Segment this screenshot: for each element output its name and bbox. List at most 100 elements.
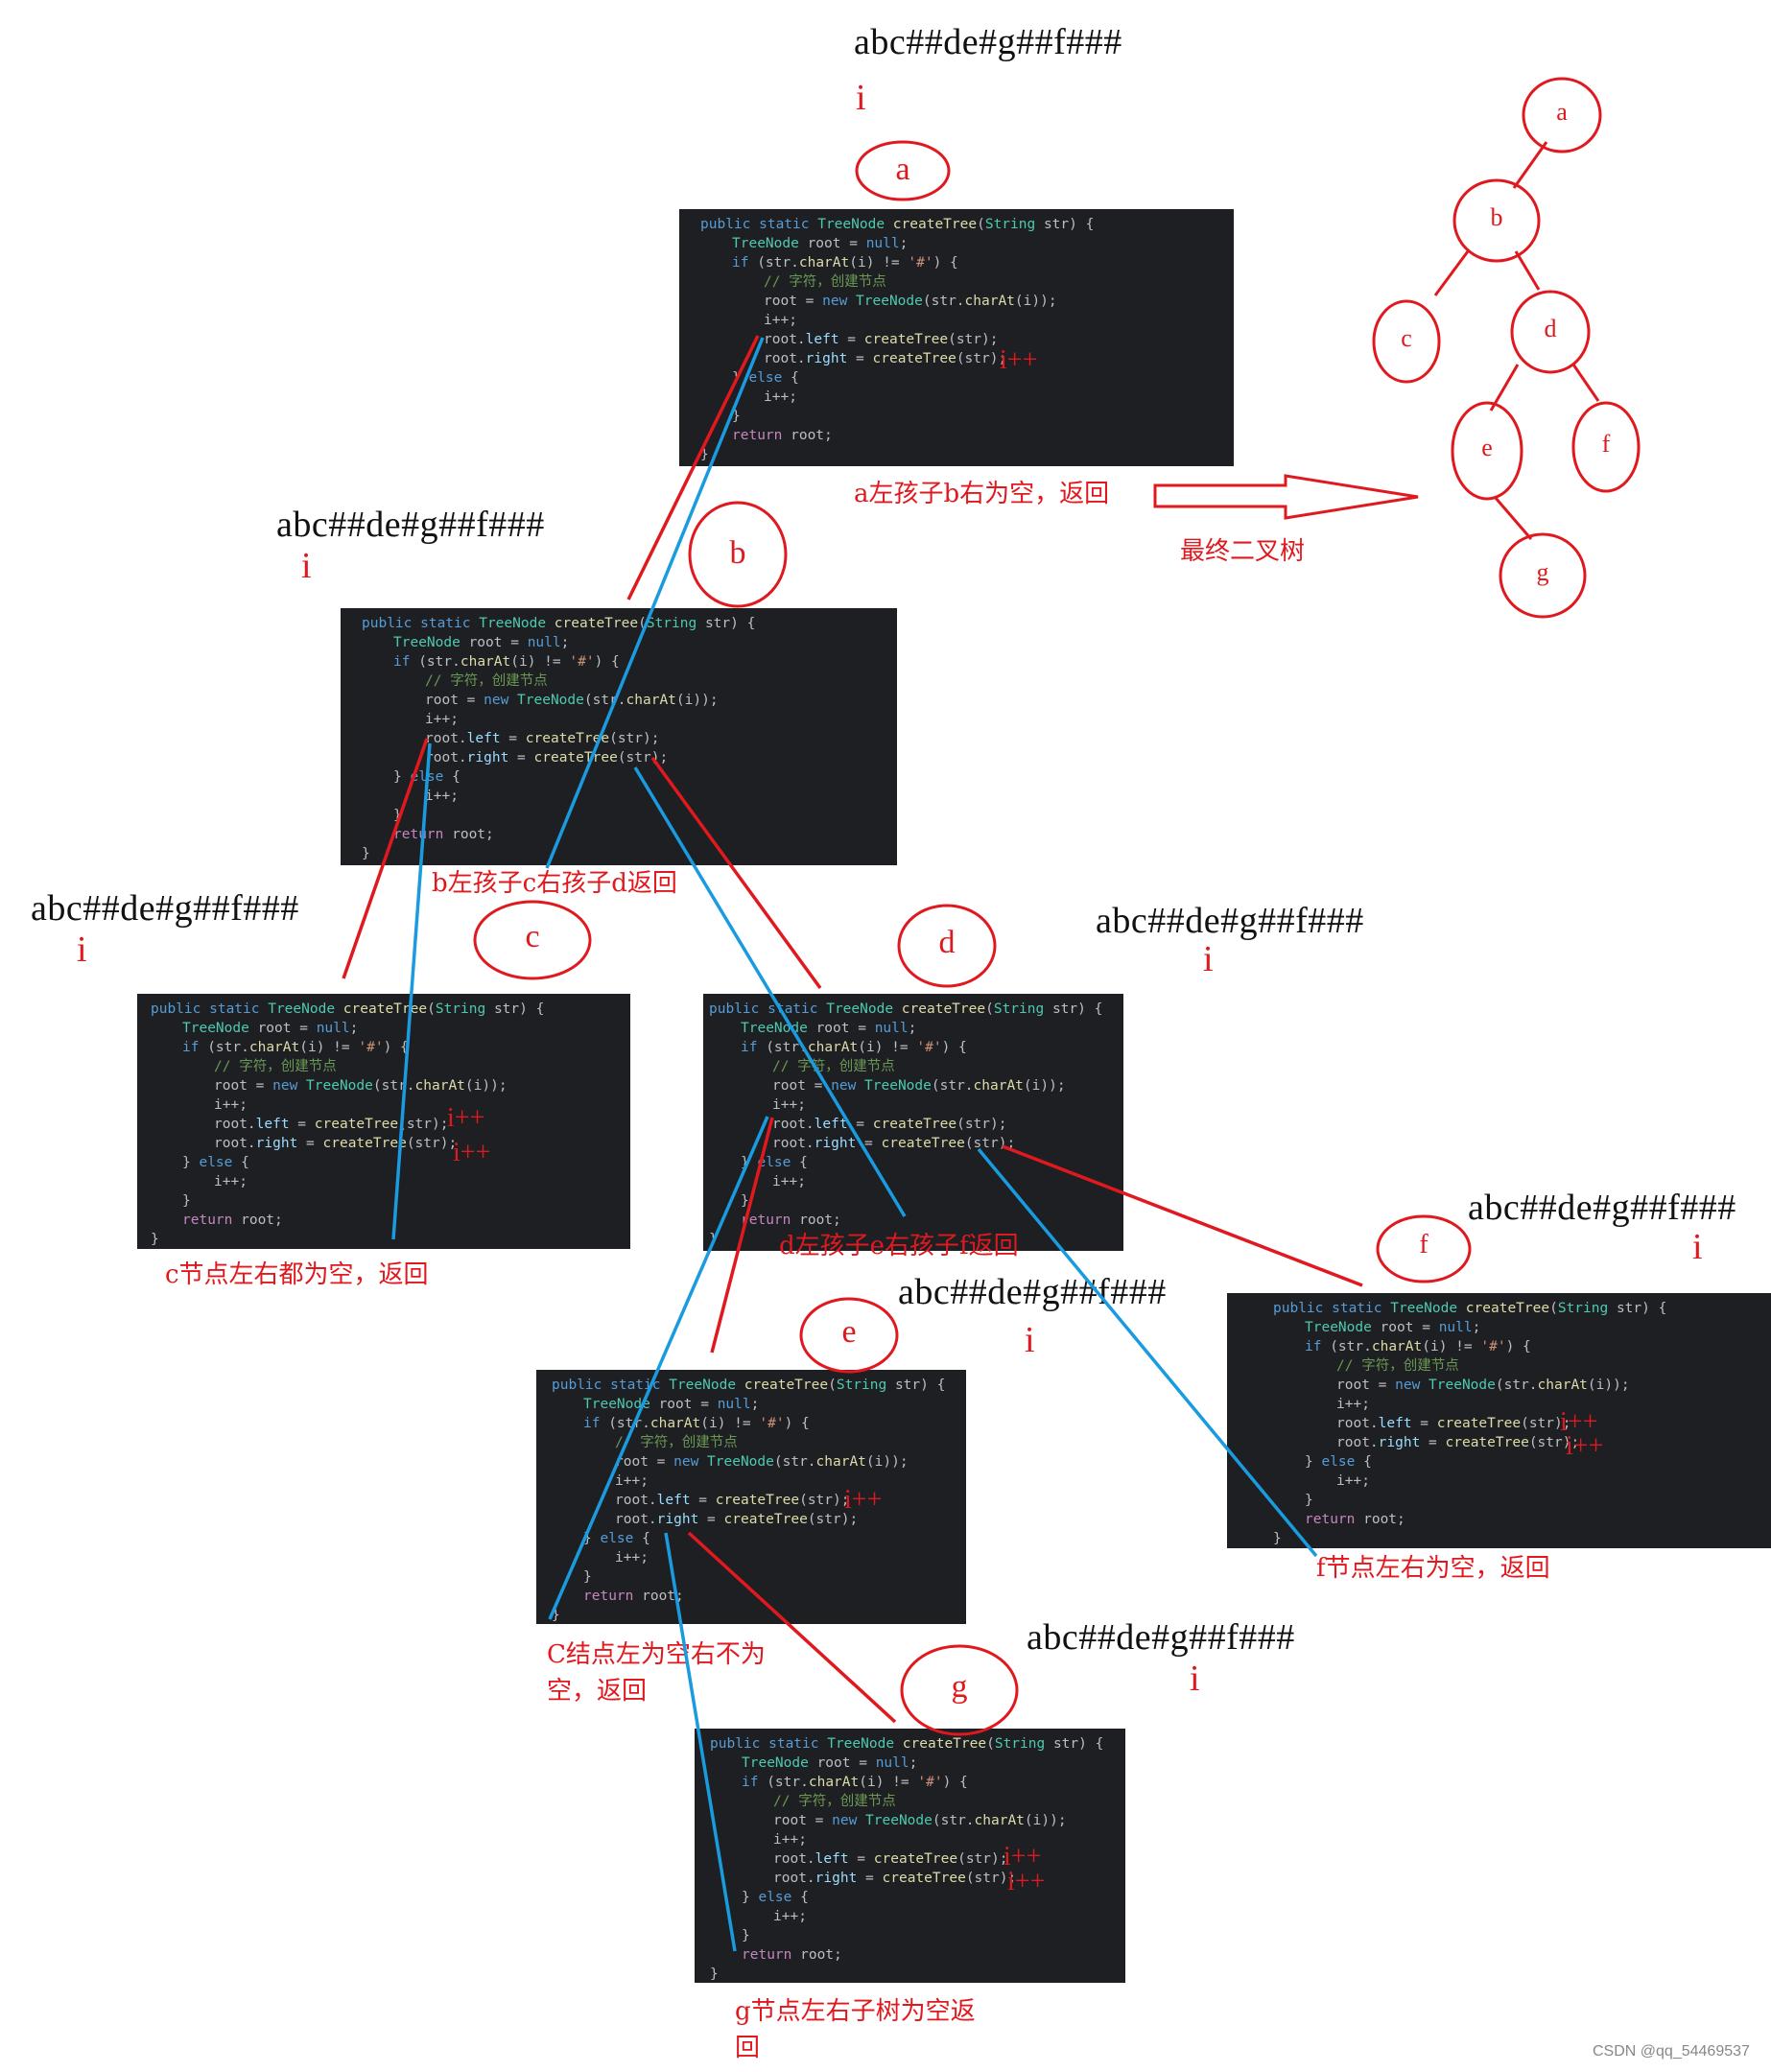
code-token: null	[865, 236, 900, 251]
tree-label-d: d	[1544, 315, 1557, 342]
code-token: root;	[1363, 1512, 1405, 1527]
note-d-return: d左孩子e右孩子f返回	[779, 1232, 1019, 1260]
code-token: root.	[773, 1851, 815, 1867]
code-line: TreeNode root = null;	[1273, 1318, 1771, 1337]
code-token: =	[289, 1117, 315, 1132]
code-token: // 字符，创建节点	[1336, 1358, 1459, 1374]
code-token: =	[857, 1871, 883, 1886]
code-line: return root;	[1273, 1510, 1771, 1529]
code-line: if (str.charAt(i) != '#') {	[362, 652, 897, 671]
code-token: new	[832, 1813, 866, 1828]
code-line: return root;	[151, 1211, 630, 1230]
code-line: }	[710, 1926, 1125, 1945]
note-g-return-1: g节点左右子树为空返	[735, 1997, 976, 2026]
code-token: ;	[899, 236, 909, 251]
code-token: }	[1305, 1454, 1322, 1470]
code-line: }	[710, 1965, 1125, 1983]
code-token: // 字符，创建节点	[214, 1059, 337, 1074]
code-token: (i));	[865, 1454, 909, 1470]
code-token: root;	[800, 1947, 842, 1963]
code-token: TreeNode	[583, 1397, 659, 1412]
code-token: (str);	[957, 1851, 1008, 1867]
note-c-return: c节点左右都为空，返回	[165, 1260, 429, 1289]
label-ellipse-d	[897, 904, 997, 988]
label-ellipse-g	[900, 1644, 1019, 1736]
tree-label-a: a	[1556, 98, 1568, 126]
code-panel-d: public static TreeNode createTree(String…	[703, 994, 1123, 1251]
code-line: root.left = createTree(str);	[710, 1849, 1125, 1869]
code-token: }	[700, 447, 709, 462]
code-panel-e: public static TreeNode createTree(String…	[536, 1370, 966, 1624]
code-token: }	[552, 1608, 560, 1623]
code-token: return	[1305, 1512, 1364, 1527]
code-token: public static	[362, 616, 480, 631]
code-token: // 字符，创建节点	[773, 1794, 896, 1809]
code-token: (	[986, 1736, 995, 1752]
pointer-b: i	[301, 546, 312, 586]
code-line: } else {	[1273, 1452, 1771, 1472]
code-token: =	[690, 1493, 716, 1508]
label-c: c	[525, 919, 540, 954]
code-token: else	[1321, 1454, 1364, 1470]
code-token: right	[805, 351, 848, 366]
code-token: (str);	[956, 351, 1007, 366]
tree-node-e	[1451, 401, 1523, 501]
code-line: root.left = createTree(str);	[709, 1115, 1123, 1134]
code-token: root;	[241, 1213, 283, 1228]
code-line: TreeNode root = null;	[710, 1754, 1125, 1773]
sequence-a: abc##de#g##f###	[854, 22, 1122, 62]
sequence-b: abc##de#g##f###	[276, 505, 545, 545]
code-token: ) {	[383, 1040, 409, 1055]
code-token: (str);	[948, 332, 999, 347]
code-token: String	[646, 616, 705, 631]
tree-node-b	[1452, 178, 1541, 263]
code-token: {	[642, 1531, 650, 1546]
code-token: {	[791, 370, 799, 386]
code-token: (i));	[1023, 1078, 1066, 1094]
code-line: // 字符，创建节点	[1273, 1356, 1771, 1376]
tree-edge-e-g	[1493, 496, 1533, 540]
code-line: } else {	[151, 1153, 630, 1172]
code-line: if (str.charAt(i) != '#') {	[1273, 1337, 1771, 1356]
code-token: left	[805, 332, 839, 347]
code-token: null	[874, 1021, 909, 1036]
code-line: public static TreeNode createTree(String…	[709, 1000, 1123, 1019]
code-token: '#'	[759, 1416, 785, 1431]
code-token: root =	[468, 635, 528, 650]
code-token: (i) !=	[299, 1040, 359, 1055]
code-token: }	[741, 1193, 749, 1209]
code-line: } else {	[709, 1153, 1123, 1172]
label-e: e	[841, 1314, 857, 1350]
code-token: (i));	[464, 1078, 508, 1094]
code-line: }	[700, 445, 1234, 464]
label-ellipse-c	[473, 900, 592, 980]
code-line: public static TreeNode createTree(String…	[151, 1000, 630, 1019]
code-token: createTree	[322, 1136, 407, 1151]
code-token: root =	[658, 1397, 718, 1412]
code-token: new	[822, 294, 857, 309]
code-token: root =	[773, 1813, 833, 1828]
code-token: {	[241, 1155, 249, 1170]
code-token: (i));	[675, 693, 719, 708]
tree-label-b: b	[1490, 203, 1503, 231]
code-token: '#'	[358, 1040, 384, 1055]
code-token: return	[741, 1213, 800, 1228]
code-token: {	[1363, 1454, 1372, 1470]
code-line: i++;	[362, 710, 897, 729]
code-token: charAt	[798, 255, 850, 271]
code-line: i++;	[151, 1095, 630, 1115]
code-line: return root;	[710, 1945, 1125, 1965]
sequence-d: abc##de#g##f###	[1096, 901, 1364, 941]
code-token: root.	[615, 1493, 657, 1508]
code-token: TreeNode	[707, 1454, 774, 1470]
increment-c-right: i++	[453, 1138, 491, 1167]
code-token: (	[985, 1001, 994, 1017]
code-line: }	[1273, 1529, 1771, 1548]
code-token: charAt	[460, 654, 511, 670]
code-token: TreeNode	[865, 1813, 933, 1828]
code-token: {	[452, 769, 460, 785]
tree-label-g: g	[1536, 558, 1549, 586]
code-token: '#'	[917, 1775, 943, 1790]
code-line: TreeNode root = null;	[700, 234, 1234, 253]
